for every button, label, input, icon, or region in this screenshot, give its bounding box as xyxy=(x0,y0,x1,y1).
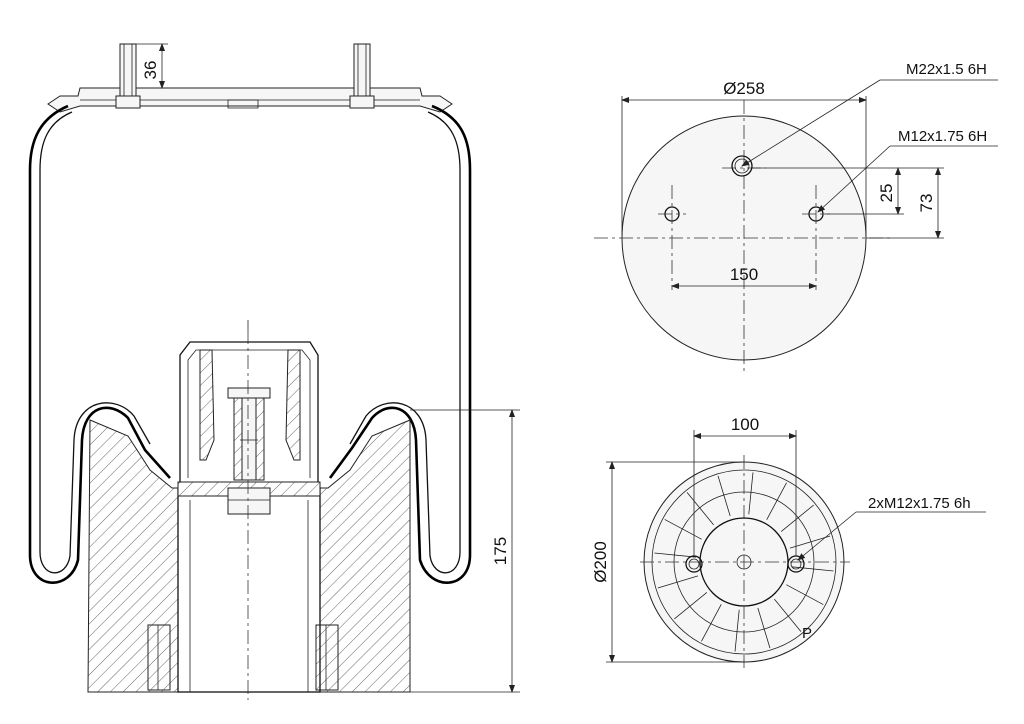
top-view: Ø258 M22x1.5 6H M12x1.75 6H 25 73 xyxy=(594,61,998,375)
base-rib xyxy=(657,575,699,589)
base-rib xyxy=(766,482,787,520)
base-rib xyxy=(686,492,714,526)
center-thread-hole xyxy=(731,155,753,177)
base-rib xyxy=(664,519,702,540)
bumper xyxy=(179,341,319,482)
top-stud-left xyxy=(115,43,141,109)
base-rib xyxy=(786,584,824,605)
base-rib xyxy=(789,535,831,549)
callout-base-threads-label: 2xM12x1.75 6h xyxy=(868,495,971,512)
base-ribs xyxy=(654,472,834,652)
dim-stud-height: 36 xyxy=(136,43,168,89)
dim-offset-small-label: 25 xyxy=(877,184,896,203)
callout-base-threads: 2xM12x1.75 6h xyxy=(797,495,986,561)
dim-base-hole-spacing-label: 100 xyxy=(731,415,759,434)
dim-offset-large: 73 xyxy=(866,167,944,239)
side-section-view: 36 175 xyxy=(28,43,520,700)
dim-base-hole-spacing: 100 xyxy=(693,415,797,556)
dim-stud-spacing-label: 150 xyxy=(730,265,758,284)
base-rib xyxy=(701,604,722,642)
callout-center-thread-label: M22x1.5 6H xyxy=(906,61,987,78)
piston-left-section xyxy=(87,419,179,693)
base-rib xyxy=(717,475,731,517)
dim-offset-small: 25 xyxy=(752,167,904,215)
dim-top-plate-diameter-label: Ø258 xyxy=(723,79,765,98)
dim-stud-height-label: 36 xyxy=(141,61,160,80)
callout-center-thread: M22x1.5 6H xyxy=(741,61,998,167)
base-marking: P xyxy=(802,625,812,642)
base-rib xyxy=(748,472,754,515)
bottom-view: P 100 Ø200 2xM12x1.75 6h xyxy=(591,415,986,668)
base-rib xyxy=(774,598,802,632)
base-rib xyxy=(791,566,834,572)
bellows-outline xyxy=(28,104,171,584)
dim-height: 175 xyxy=(410,409,520,693)
top-stud-right xyxy=(349,43,375,109)
piston-right-section xyxy=(319,419,411,693)
base-rib xyxy=(734,609,740,652)
dim-height-label: 175 xyxy=(491,537,510,565)
dim-base-diameter: Ø200 xyxy=(591,461,744,663)
dim-offset-large-label: 73 xyxy=(917,194,936,213)
dim-base-diameter-label: Ø200 xyxy=(591,541,610,583)
base-rib xyxy=(757,607,771,649)
base-rib xyxy=(674,592,708,620)
callout-side-thread-label: M12x1.75 6H xyxy=(898,128,987,145)
callout-side-thread: M12x1.75 6H xyxy=(817,128,998,213)
base-rib xyxy=(780,504,814,532)
dim-stud-spacing: 150 xyxy=(671,265,817,289)
dim-top-plate-diameter: Ø258 xyxy=(621,79,867,236)
base-rib xyxy=(654,552,697,558)
